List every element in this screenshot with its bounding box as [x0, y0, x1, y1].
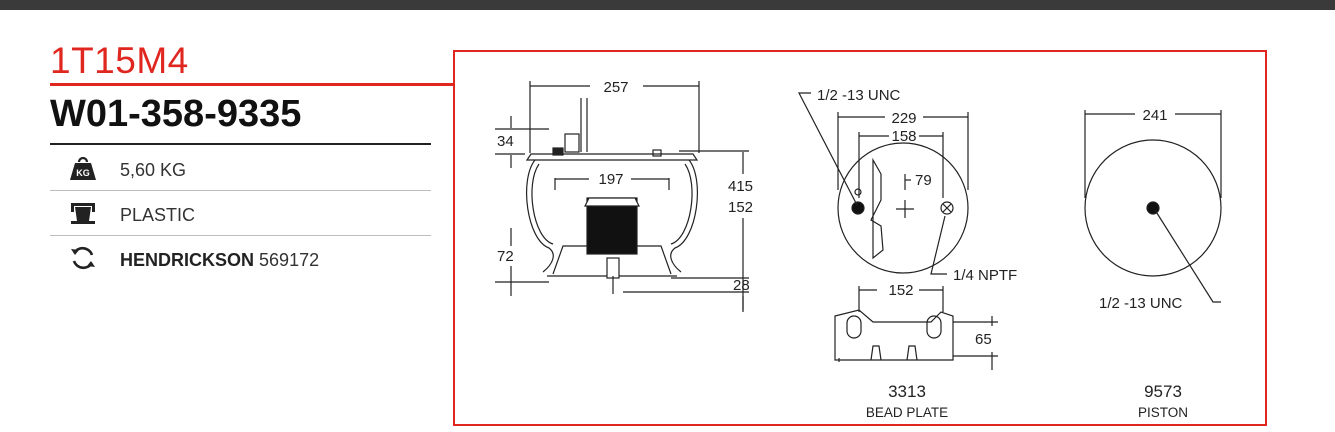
spec-divider — [50, 143, 431, 145]
material-value: PLASTIC — [120, 205, 196, 225]
dim-bead-plate-diameter: 229 — [891, 110, 916, 127]
bead-plate-drawing — [798, 92, 998, 370]
dim-piston-diameter: 241 — [1142, 107, 1167, 124]
bead-plate-caption: BEAD PLATE — [866, 405, 948, 420]
technical-drawing: 257 34 197 415 152 72 28 — [495, 79, 1222, 420]
piston-thread: 1/2 -13 UNC — [1099, 295, 1183, 312]
spec-weight: KG 5,60 KG — [50, 146, 431, 191]
part-number: W01-358-9335 — [50, 93, 302, 135]
air-port-label: 1/4 NPTF — [953, 267, 1017, 284]
dim-side-spacing: 152 — [888, 282, 913, 299]
dim-stud-length: 28 — [733, 277, 750, 294]
bead-plate-code: 3313 — [888, 382, 926, 401]
title-underline — [50, 83, 453, 86]
piston-icon — [68, 199, 98, 227]
weight-value: 5,60 KG — [120, 160, 187, 180]
dim-offset: 79 — [915, 172, 932, 189]
piston-code: 9573 — [1144, 382, 1182, 401]
air-spring-assembly — [495, 81, 749, 312]
dim-width: 257 — [603, 79, 628, 96]
dim-base-height: 72 — [497, 248, 514, 265]
spec-piston-material: PLASTIC — [50, 191, 431, 236]
dim-side-height: 65 — [975, 331, 992, 348]
cross-reference-number: 569172 — [259, 250, 320, 270]
bead-plate-thread: 1/2 -13 UNC — [817, 87, 901, 104]
cross-reference-text: HENDRICKSON 569172 — [120, 250, 319, 271]
dim-bolt-spacing: 158 — [891, 128, 916, 145]
cross-reference-brand: HENDRICKSON — [120, 250, 255, 270]
top-bar — [0, 0, 1335, 10]
cross-reference-icon — [68, 244, 98, 272]
dim-bracket-height: 34 — [497, 133, 514, 150]
piston-caption: PISTON — [1138, 405, 1188, 420]
drawing-frame — [453, 50, 1267, 426]
model-title: 1T15M4 — [50, 40, 189, 81]
svg-text:KG: KG — [76, 168, 90, 178]
dim-overall-height: 415 — [728, 178, 753, 195]
dim-bead-width: 197 — [598, 171, 623, 188]
weight-icon: KG — [68, 154, 98, 182]
piston-drawing — [1084, 110, 1222, 303]
spec-cross-reference: HENDRICKSON 569172 — [50, 236, 431, 280]
dim-compressed-height: 152 — [728, 199, 753, 216]
